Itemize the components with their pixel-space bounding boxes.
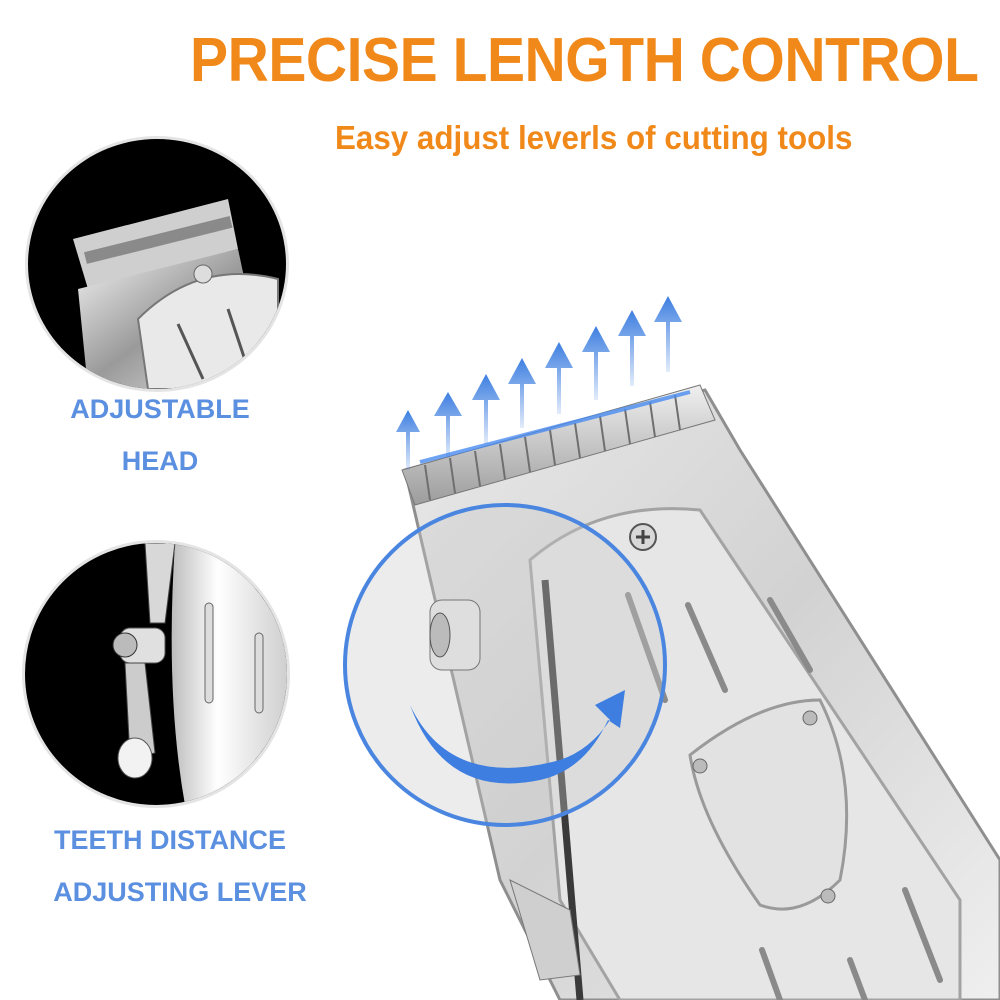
headline-title: PRECISE LENGTH CONTROL (190, 26, 979, 95)
lever-detail-image (22, 540, 290, 808)
callout-lever-line2: ADJUSTING LEVER (53, 877, 307, 907)
arrow-up-icon-group (396, 296, 682, 470)
headline-subtitle: Easy adjust leverls of cutting tools (335, 119, 853, 156)
clipper-head-closeup-icon (73, 199, 279, 389)
lever-closeup-icon (112, 543, 287, 805)
callout-lever-line1: TEETH DISTANCE (53, 825, 286, 855)
callout-adjustable-head-line1: ADJUSTABLE (70, 394, 250, 424)
callout-adjustable-head-line2: HEAD (121, 446, 199, 476)
curved-arrow-icon (410, 690, 625, 784)
adjustable-head-detail-image (25, 136, 289, 392)
